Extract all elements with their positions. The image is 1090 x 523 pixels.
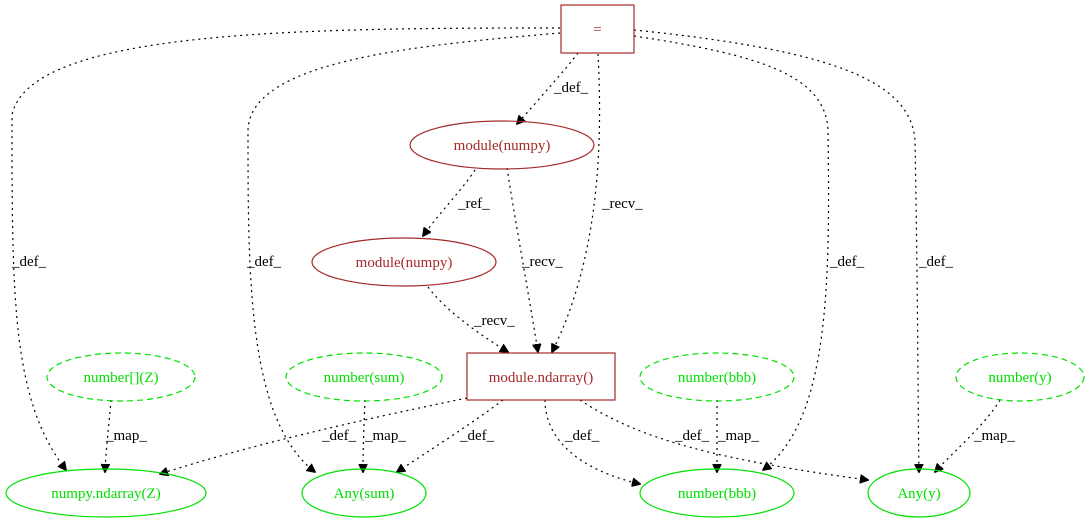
edge-label: _def_ — [918, 254, 954, 270]
node-label: Any(y) — [897, 486, 940, 502]
node-shape — [955, 352, 1085, 402]
node-label: module.ndarray() — [489, 370, 594, 386]
edge-eq-to-any-y: _def_ — [633, 29, 954, 472]
node-label: number(bbb) — [678, 370, 756, 386]
edge-label: _map_ — [364, 428, 406, 444]
edge-label: _recv_ — [473, 313, 515, 329]
node-number-array-z: number[](Z) — [46, 352, 196, 402]
edge-eq-to-module-numpy-top: _def_ — [517, 52, 589, 124]
edge-label: _def_ — [553, 80, 589, 96]
edge-label: _def_ — [829, 254, 865, 270]
node-shape — [46, 352, 196, 402]
node-number-sum: number(sum) — [285, 352, 443, 402]
node-shape — [466, 352, 616, 401]
edge-call-to-any-y: _def_ — [579, 399, 868, 480]
edge-label: _ref_ — [457, 196, 490, 212]
edge-module-ref: _ref_ — [423, 169, 490, 236]
node-shape — [311, 237, 497, 287]
edge-eq-recv: _recv_ — [552, 53, 643, 352]
edge-label: _map_ — [105, 428, 147, 444]
edge-label: _def_ — [674, 428, 710, 444]
node-module-numpy-mid: module(numpy) — [311, 237, 497, 287]
nodes: = module(numpy) module(numpy) module.nda… — [5, 4, 1085, 518]
node-any-y: Any(y) — [867, 468, 971, 518]
edge-label: _def_ — [11, 254, 47, 270]
edge-map-bbb: _map_ — [717, 399, 759, 472]
node-label: module(numpy) — [454, 138, 551, 154]
node-shape — [5, 468, 207, 518]
node-label: module(numpy) — [356, 255, 453, 271]
edge-label: _def_ — [459, 428, 495, 444]
edge-map-sum: _map_ — [363, 399, 406, 472]
edge-label: _def_ — [246, 254, 282, 270]
edge-eq-to-any-sum: _def_ — [246, 32, 561, 472]
node-module-numpy-top: module(numpy) — [409, 120, 595, 170]
edge-eq-to-numpy-ndarray-z: _def_ — [11, 27, 561, 470]
edge-label: _recv_ — [601, 196, 643, 212]
edge-eq-to-number-bbb: _def_ — [633, 35, 865, 470]
node-shape — [867, 468, 971, 518]
node-label: = — [593, 22, 601, 38]
node-label: number(sum) — [324, 370, 405, 386]
node-number-bbb-source: number(bbb) — [639, 352, 795, 402]
edge-map-y: _map_ — [935, 399, 1015, 472]
node-any-sum: Any(sum) — [301, 468, 427, 518]
node-shape — [409, 120, 595, 170]
node-shape — [639, 352, 795, 402]
node-numpy-ndarray-z: numpy.ndarray(Z) — [5, 468, 207, 518]
node-number-y: number(y) — [955, 352, 1085, 402]
node-number-bbb-target: number(bbb) — [639, 468, 795, 518]
node-label: Any(sum) — [334, 486, 395, 502]
node-shape — [639, 468, 795, 518]
edge-label: _def_ — [564, 428, 600, 444]
node-label: numpy.ndarray(Z) — [51, 486, 160, 502]
edge-mid-recv: _recv_ — [427, 286, 515, 352]
node-ndarray-call: module.ndarray() — [466, 352, 616, 401]
node-label: number[](Z) — [84, 370, 159, 386]
node-shape — [285, 352, 443, 402]
edge-call-to-numpy-ndarray-z — [160, 397, 468, 474]
edge-label: _def_ — [321, 428, 357, 444]
edge-map-z: _map_ — [105, 399, 147, 472]
edge-label: _map_ — [973, 428, 1015, 444]
node-label: number(y) — [988, 370, 1051, 386]
edge-top-recv: _recv_ — [506, 167, 563, 352]
node-label: number(bbb) — [678, 486, 756, 502]
node-assign: = — [560, 4, 635, 54]
node-shape — [560, 4, 635, 54]
edges: _def_ _ref_ _recv_ _recv_ _recv_ _def_ — [11, 27, 1015, 484]
edge-call-to-any-sum: _def_ — [397, 399, 504, 472]
edge-label: _map_ — [717, 428, 759, 444]
edge-label: _recv_ — [521, 254, 563, 270]
edge-eq-to-any-sum-lower: _def_ — [321, 428, 357, 444]
edge-call-to-number-bbb: _def_ — [544, 399, 640, 484]
node-shape — [301, 468, 427, 518]
